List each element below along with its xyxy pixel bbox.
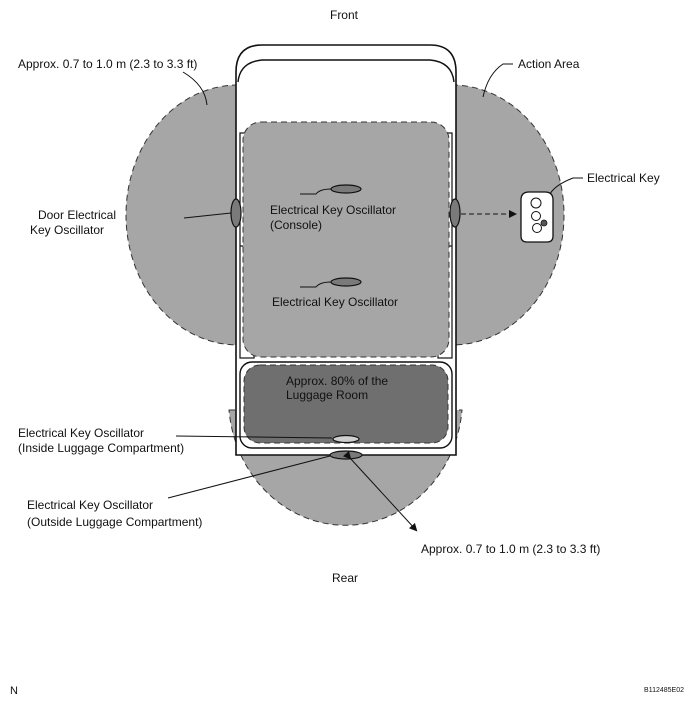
door-oscillator-label-line1: Door Electrical [38,208,116,222]
right-door-action-area [451,84,565,346]
center-oscillator [330,277,362,287]
electrical-key-label: Electrical Key [587,171,660,185]
cabin-action-area [242,121,450,358]
luggage-area-label-line2: Luggage Room [286,388,368,402]
action-area-leader [482,63,513,98]
approx-bottom-label: Approx. 0.7 to 1.0 m (2.3 to 3.3 ft) [421,542,600,556]
action-area-label: Action Area [518,57,580,71]
console-oscillator-wire [300,188,332,195]
center-oscillator-label: Electrical Key Oscillator [272,295,398,309]
left-door-action-area [125,84,239,346]
oscillators [230,184,461,460]
range-arrow [342,450,418,532]
figure-code: B112485E02 [644,687,684,694]
inside-oscillator-leader [175,435,333,439]
inside-luggage-oscillator [332,434,360,444]
electrical-key-fob [520,191,554,243]
key-trunk-button [532,223,542,233]
key-unlock-button [531,211,541,221]
inside-oscillator-label-line2: (Inside Luggage Compartment) [18,441,184,455]
center-oscillator-wire [300,281,332,288]
door-oscillator-label-line2: Key Oscillator [30,223,104,237]
electrical-key-leader [549,177,583,195]
right-door-oscillator [449,198,461,228]
outside-oscillator-leader [167,455,331,499]
key-lock-button [530,197,542,209]
key-panic-button [540,219,548,227]
car-roof-line [237,59,455,83]
luggage-area-label-line1: Approx. 80% of the [286,374,388,388]
outside-oscillator-label-line2: (Outside Luggage Compartment) [27,515,202,529]
door-oscillator-leader [183,212,232,219]
outside-oscillator-label-line1: Electrical Key Oscillator [27,498,153,512]
front-label: Front [330,8,359,22]
left-door-oscillator [230,198,242,228]
console-oscillator-label-line1: Electrical Key Oscillator [270,203,396,217]
rear-label: Rear [332,571,358,585]
corner-code-left: N [10,685,18,697]
console-oscillator [330,184,362,194]
outside-luggage-oscillator [329,450,363,460]
inside-oscillator-label-line1: Electrical Key Oscillator [18,426,144,440]
approx-top-label: Approx. 0.7 to 1.0 m (2.3 to 3.3 ft) [18,57,197,71]
console-oscillator-label-line2: (Console) [270,218,322,232]
approx-top-leader [182,71,208,106]
leader-lines [167,63,583,532]
